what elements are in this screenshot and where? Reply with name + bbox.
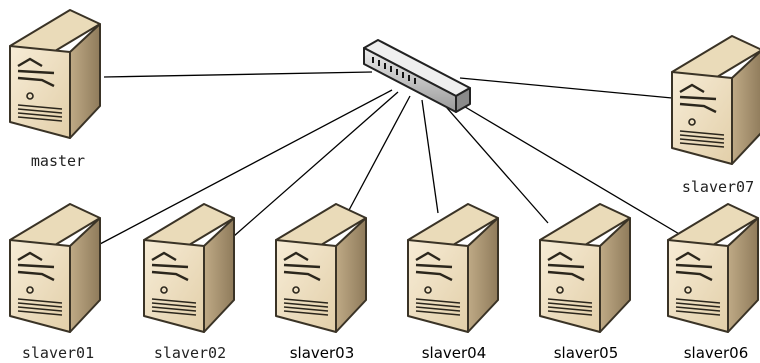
server-tower-icon — [8, 8, 102, 140]
link-slaver06 — [449, 97, 687, 239]
server-slaver07: slaver07 — [670, 34, 760, 196]
server-label-slaver06: slaver06 — [684, 344, 749, 362]
link-slaver01 — [99, 89, 393, 245]
server-tower-icon — [142, 202, 236, 334]
server-label-slaver07: slaver07 — [682, 178, 754, 196]
server-slaver05: slaver05 — [538, 202, 632, 362]
server-tower-icon — [538, 202, 632, 334]
server-slaver01: slaver01 — [8, 202, 102, 362]
server-tower-icon — [670, 34, 760, 166]
server-tower-icon — [8, 202, 102, 334]
server-tower-icon — [274, 202, 368, 334]
server-label-master: master — [31, 152, 85, 170]
server-label-slaver04: slaver04 — [422, 344, 487, 362]
server-tower-icon — [666, 202, 760, 334]
link-master — [103, 71, 373, 78]
link-slaver03 — [347, 95, 411, 213]
server-label-slaver02: slaver02 — [154, 344, 226, 362]
link-slaver04 — [421, 99, 439, 214]
link-slaver02 — [233, 91, 399, 237]
server-master: master — [8, 8, 102, 170]
server-label-slaver03: slaver03 — [290, 344, 355, 362]
server-slaver04: slaver04 — [406, 202, 500, 362]
link-slaver05 — [439, 99, 549, 224]
link-slaver07 — [459, 77, 673, 99]
server-label-slaver05: slaver05 — [554, 344, 619, 362]
server-slaver03: slaver03 — [274, 202, 368, 362]
network-switch-icon — [363, 39, 471, 113]
server-label-slaver01: slaver01 — [22, 344, 94, 362]
server-tower-icon — [406, 202, 500, 334]
server-slaver02: slaver02 — [142, 202, 236, 362]
server-slaver06: slaver06 — [666, 202, 760, 362]
connection-lines — [99, 71, 687, 245]
